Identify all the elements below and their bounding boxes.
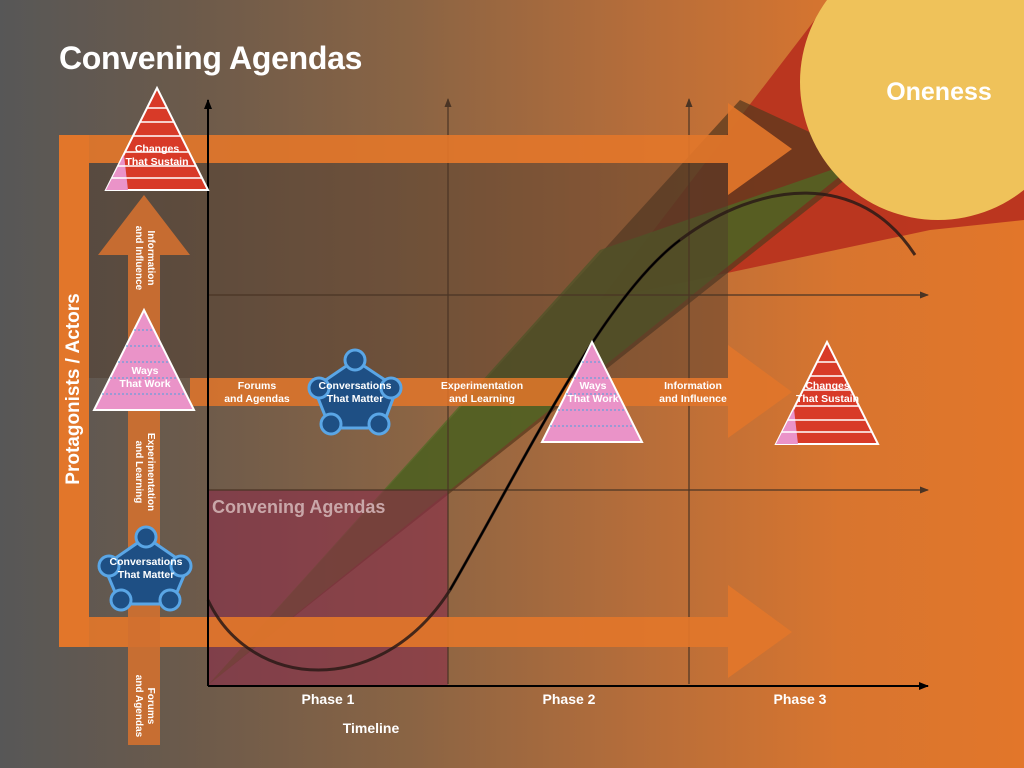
conversations-label-left: Conversations That Matter bbox=[109, 556, 183, 581]
conversations-label-center: Conversations That Matter bbox=[318, 380, 392, 405]
vertical-up-arrow bbox=[98, 195, 190, 745]
s-curve-accent bbox=[449, 239, 681, 591]
oneness-sun bbox=[800, 0, 1024, 220]
vertical-information-label: Information and Influence bbox=[133, 225, 156, 291]
vertical-experimentation-label: Experimentation and Learning bbox=[133, 432, 156, 512]
changes-label-right: Changes That Sustain bbox=[795, 380, 859, 405]
timeline-label: Timeline bbox=[342, 720, 400, 736]
phase-2-label: Phase 2 bbox=[542, 691, 596, 707]
convening-agendas-region bbox=[208, 490, 448, 686]
bottom-orange-arrow bbox=[59, 585, 792, 678]
ways-pyramid-left bbox=[92, 307, 196, 411]
changes-label-top: Changes That Sustain bbox=[125, 143, 189, 168]
transition-forums: Forums and Agendas bbox=[224, 380, 290, 405]
region-title: Convening Agendas bbox=[212, 497, 386, 517]
oneness-label: Oneness bbox=[886, 78, 992, 106]
phase-1-label: Phase 1 bbox=[301, 691, 355, 707]
upper-dark-band bbox=[88, 163, 728, 378]
transition-experimentation: Experimentation and Learning bbox=[440, 380, 524, 405]
conversations-pentagon-center bbox=[307, 348, 403, 436]
ways-pyramid-center bbox=[540, 339, 644, 443]
phase-3-label: Phase 3 bbox=[773, 691, 827, 707]
transition-information: Information and Influence bbox=[659, 380, 727, 405]
vertical-forums-label: Forums and Agendas bbox=[133, 674, 156, 738]
top-orange-arrow bbox=[59, 103, 792, 195]
conversations-pentagon-left bbox=[97, 525, 193, 612]
changes-pyramid-right bbox=[774, 339, 880, 445]
ways-label-left: Ways That Work bbox=[119, 365, 171, 390]
vertical-orange-band bbox=[59, 135, 89, 647]
vertical-axis-label: Protagonists / Actors bbox=[63, 293, 84, 485]
middle-orange-arrow bbox=[190, 345, 792, 438]
changes-pyramid-top bbox=[104, 85, 210, 191]
page-title: Convening Agendas bbox=[59, 40, 363, 76]
ways-label-center: Ways That Work bbox=[567, 380, 619, 405]
